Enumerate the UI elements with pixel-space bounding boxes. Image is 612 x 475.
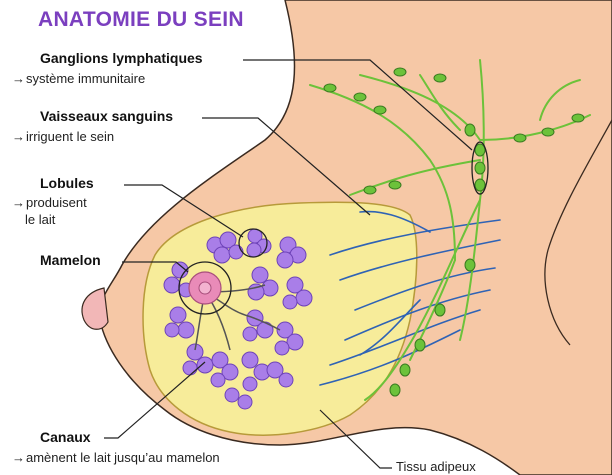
label-canaux: Canaux (40, 429, 91, 445)
label-mamelon: Mamelon (40, 252, 101, 268)
desc-lobules-line1: produisent (26, 195, 87, 210)
desc-canaux-text: amènent le lait jusqu’au mamelon (26, 450, 220, 465)
desc-lobules-2: le lait (25, 211, 55, 228)
page-title: ANATOMIE DU SEIN (38, 8, 244, 32)
areola-outer (82, 288, 108, 329)
desc-lobules: →produisent (12, 194, 87, 211)
desc-ganglions: →système immunitaire (12, 70, 145, 87)
arrow-icon: → (12, 129, 25, 144)
desc-ganglions-text: système immunitaire (26, 71, 145, 86)
nipple-center (199, 282, 211, 294)
label-lobules: Lobules (40, 175, 94, 191)
arrow-icon: → (12, 450, 25, 465)
arrow-icon: → (12, 195, 25, 210)
desc-vaisseaux-text: irriguent le sein (26, 129, 114, 144)
label-ganglions: Ganglions lymphatiques (40, 50, 203, 66)
label-vaisseaux: Vaisseaux sanguins (40, 108, 173, 124)
label-tissu-adipeux: Tissu adipeux (396, 459, 476, 474)
arrow-icon: → (12, 71, 25, 86)
desc-vaisseaux: →irriguent le sein (12, 128, 114, 145)
desc-canaux: →amènent le lait jusqu’au mamelon (12, 449, 220, 466)
